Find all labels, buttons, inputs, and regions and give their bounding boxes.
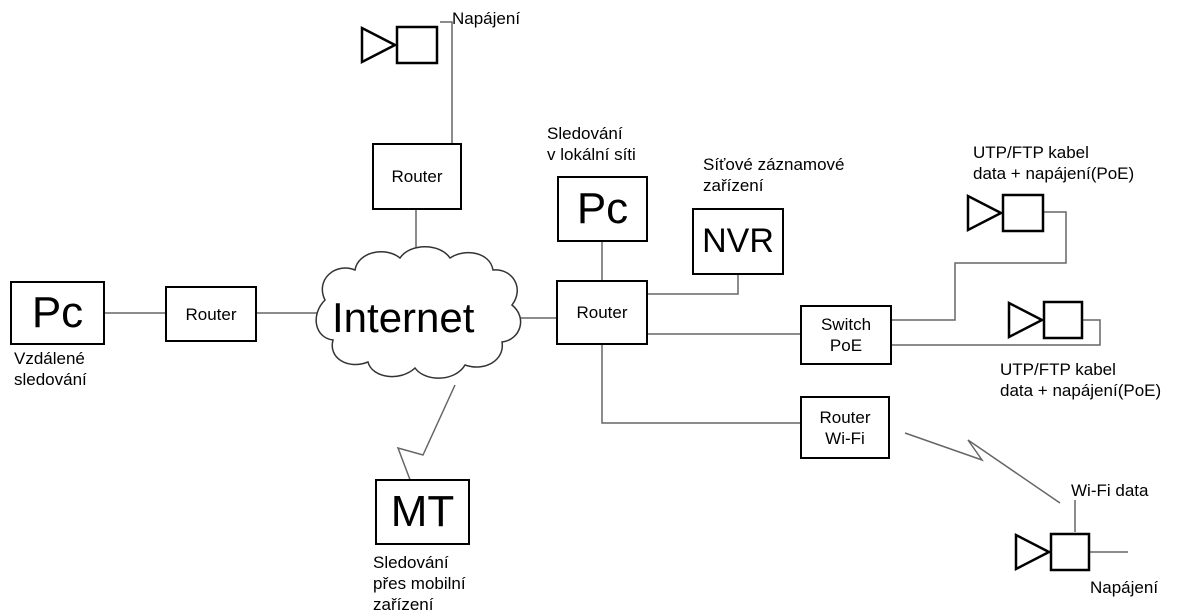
link-switch-camera-2	[892, 319, 1101, 346]
internet-label: Internet	[332, 294, 475, 341]
local-pc-label: Pc	[576, 184, 629, 233]
network-recorder-line-1: Síťové záznamové	[703, 155, 845, 174]
switch-poe: Switch PoE	[800, 305, 892, 365]
wireless-link-icon	[396, 384, 456, 486]
mobile-monitoring-label: Sledování přes mobilní zařízení	[373, 552, 466, 615]
poe-cable-1-line-1: UTP/FTP kabel	[973, 143, 1089, 162]
main-router-label: Router	[576, 303, 628, 322]
local-pc: Pc	[557, 176, 648, 242]
network-recorder-label: Síťové záznamové zařízení	[703, 154, 845, 196]
link-main-router-wifi	[601, 345, 800, 424]
local-monitoring-line-1: Sledování	[547, 124, 623, 143]
wifi-data-label: Wi-Fi data	[1071, 481, 1149, 500]
local-monitoring-line-2: v lokální síti	[547, 145, 636, 164]
network-recorder-line-2: zařízení	[703, 176, 764, 195]
mobile-monitoring-line-3: zařízení	[373, 595, 434, 614]
remote-router: Router	[165, 286, 257, 342]
wifi-router: Router Wi-Fi	[800, 396, 890, 459]
power-label-bottom: Napájení	[1090, 578, 1159, 597]
nvr: NVR	[692, 208, 784, 275]
local-monitoring-label: Sledování v lokální síti	[547, 123, 636, 165]
nvr-label: NVR	[702, 222, 774, 260]
power-label-top: Napájení	[452, 9, 521, 28]
remote-monitoring-label: Vzdálené sledování	[14, 348, 87, 390]
link-main-router-nvr	[648, 275, 739, 295]
remote-monitoring-line-2: sledování	[14, 370, 87, 389]
wifi-router-label-1: Router	[819, 407, 871, 427]
poe-cable-2-line-1: UTP/FTP kabel	[1000, 360, 1116, 379]
mobile-terminal: MT	[375, 479, 470, 545]
remote-router-label: Router	[185, 304, 237, 324]
mobile-monitoring-line-2: přes mobilní	[373, 574, 466, 593]
poe-cable-2-line-2: data + napájení(PoE)	[1000, 381, 1162, 400]
poe-cable-label-1: UTP/FTP kabel data + napájení(PoE)	[973, 142, 1134, 184]
remote-pc: Pc	[10, 281, 105, 345]
camera-icon	[360, 25, 439, 65]
remote-pc-label: Pc	[31, 288, 84, 337]
switch-poe-label-2: PoE	[829, 336, 863, 355]
poe-cable-label-2: UTP/FTP kabel data + napájení(PoE)	[1000, 359, 1161, 401]
wifi-router-label-2: Wi-Fi	[825, 428, 865, 448]
remote-monitoring-line-1: Vzdálené	[14, 349, 85, 368]
poe-cable-1-line-2: data + napájení(PoE)	[973, 164, 1135, 183]
link-switch-camera-1	[892, 211, 1067, 321]
camera-icon	[966, 193, 1045, 233]
mobile-terminal-label: MT	[390, 487, 455, 536]
mobile-monitoring-line-1: Sledování	[373, 553, 449, 572]
cloud-icon	[315, 246, 522, 379]
top-router-label: Router	[391, 167, 443, 186]
camera-icon	[1014, 532, 1091, 572]
link-top-router-camera	[440, 21, 453, 143]
top-router: Router	[372, 143, 462, 210]
switch-poe-label-1: Switch	[820, 315, 872, 334]
wireless-link-icon	[904, 432, 1061, 504]
camera-icon	[1007, 300, 1084, 340]
main-router: Router	[556, 280, 648, 345]
